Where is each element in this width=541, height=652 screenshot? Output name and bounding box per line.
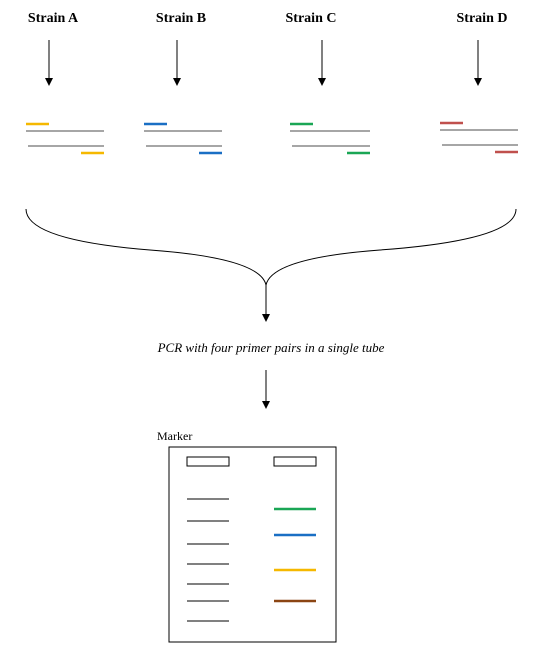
dna-templates <box>26 121 518 155</box>
strain-d-template <box>440 121 518 154</box>
strain-a-template <box>26 122 104 155</box>
strain-c-label: Strain C <box>285 11 337 26</box>
strain-b-template <box>144 122 222 155</box>
strain-a-label: Strain A <box>27 11 79 26</box>
marker-label: Marker <box>157 429 193 443</box>
strain-d-label: Strain D <box>456 11 508 26</box>
sample-well <box>273 456 317 467</box>
strain-c-template <box>290 122 370 155</box>
strain-b-label: Strain B <box>155 11 207 26</box>
merge-brace <box>25 208 517 286</box>
gel-frame <box>168 446 337 643</box>
marker-well <box>186 456 230 467</box>
sample-bands <box>274 507 316 603</box>
pcr-step-text: PCR with four primer pairs in a single t… <box>157 340 385 355</box>
marker-ladder <box>187 498 229 622</box>
